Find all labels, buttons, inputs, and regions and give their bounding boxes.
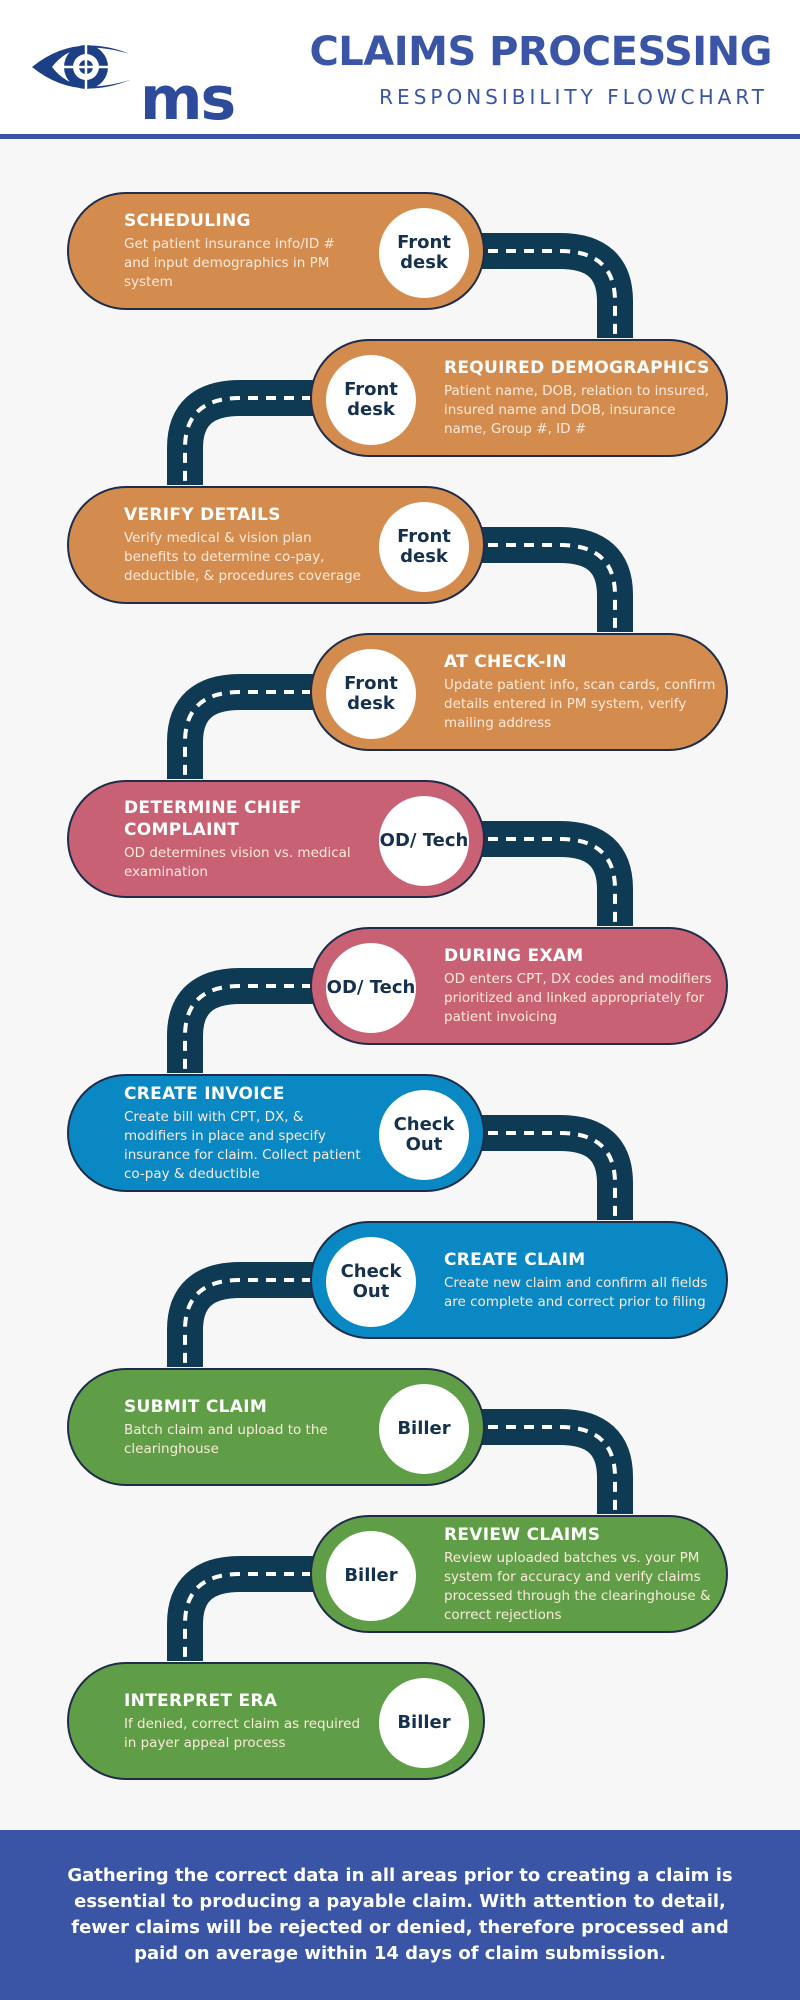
step-description: Create new claim and confirm all fields …: [444, 1274, 708, 1310]
step-scheduling: SCHEDULING Get patient insurance info/ID …: [67, 192, 485, 310]
road-lane-marking: [183, 396, 330, 485]
role-badge: Check Out: [326, 1237, 416, 1327]
role-badge: Front desk: [326, 649, 416, 739]
step-required-demographics: Front desk REQUIRED DEMOGRAPHICS Patient …: [310, 339, 728, 457]
step-determine-chief-complaint: DETERMINE CHIEF COMPLAINT OD determines v…: [67, 780, 485, 898]
step-description: Update patient info, scan cards, confirm…: [444, 677, 716, 731]
page-subtitle: RESPONSIBILITY FLOWCHART: [379, 85, 768, 109]
step-title: INTERPRET ERA: [124, 1690, 278, 1711]
step-title: CREATE CLAIM: [444, 1249, 586, 1270]
road-connector: [167, 380, 330, 485]
role-badge: Biller: [379, 1384, 469, 1474]
eye-target-icon: [32, 42, 130, 92]
step-title: DETERMINE CHIEF COMPLAINT: [124, 797, 302, 840]
road-lane-marking: [470, 837, 617, 926]
road-lane-marking: [470, 543, 617, 632]
road-connector: [167, 1556, 330, 1661]
step-description: Batch claim and upload to the clearingho…: [124, 1421, 328, 1457]
step-title: VERIFY DETAILS: [124, 505, 281, 525]
step-description: If denied, correct claim as required in …: [124, 1715, 361, 1751]
road-connector: [470, 527, 633, 632]
role-badge: Biller: [326, 1531, 416, 1621]
road-connector: [470, 233, 633, 338]
step-title: AT CHECK-IN: [444, 652, 567, 672]
step-submit-claim: SUBMIT CLAIM Batch claim and upload to th…: [67, 1368, 485, 1486]
step-interpret-era: INTERPRET ERA If denied, correct claim as…: [67, 1662, 485, 1780]
road-connector: [470, 821, 633, 926]
role-badge: OD/ Tech: [379, 796, 469, 886]
logo-text: ms: [140, 64, 236, 134]
header: ms CLAIMS PROCESSING RESPONSIBILITY FLOW…: [0, 0, 800, 139]
footer-text: Gathering the correct data in all areas …: [67, 1865, 733, 1964]
step-title: DURING EXAM: [444, 946, 584, 966]
road-connector: [470, 1115, 633, 1220]
road-lane-marking: [183, 690, 330, 779]
step-description: Create bill with CPT, DX, & modifiers in…: [124, 1108, 361, 1182]
road-lane-marking: [183, 1572, 330, 1661]
step-description: Verify medical & vision plan benefits to…: [124, 530, 361, 584]
step-verify-details: VERIFY DETAILS Verify medical & vision pl…: [67, 486, 485, 604]
road-lane-marking: [183, 1278, 330, 1367]
footer-banner: Gathering the correct data in all areas …: [0, 1830, 800, 2000]
road-lane-marking: [470, 1425, 617, 1514]
step-title: SCHEDULING: [124, 211, 251, 231]
step-title: REVIEW CLAIMS: [444, 1524, 601, 1545]
header-divider: [0, 134, 800, 139]
road-connector: [167, 674, 330, 779]
logo: ms: [30, 36, 236, 134]
role-badge: Front desk: [379, 502, 469, 592]
role-badge: Front desk: [379, 208, 469, 298]
step-create-claim: Check Out CREATE CLAIM Create new claim a…: [310, 1221, 728, 1339]
step-during-exam: OD/ Tech DURING EXAM OD enters CPT, DX co…: [310, 927, 728, 1045]
step-at-check-in: Front desk AT CHECK-IN Update patient inf…: [310, 633, 728, 751]
role-badge: OD/ Tech: [326, 943, 416, 1033]
step-description: Review uploaded batches vs. your PM syst…: [444, 1549, 711, 1623]
step-review-claims: Biller REVIEW CLAIMS Review uploaded batc…: [310, 1515, 728, 1633]
step-description: OD enters CPT, DX codes and modifiers pr…: [444, 971, 712, 1025]
role-badge: Check Out: [379, 1090, 469, 1180]
road-lane-marking: [470, 1131, 617, 1220]
step-create-invoice: CREATE INVOICE Create bill with CPT, DX, …: [67, 1074, 485, 1192]
step-title: REQUIRED DEMOGRAPHICS: [444, 358, 710, 378]
step-description: OD determines vision vs. medical examina…: [124, 844, 351, 880]
road-lane-marking: [183, 984, 330, 1073]
role-badge: Front desk: [326, 355, 416, 445]
step-description: Get patient insurance info/ID # and inpu…: [124, 236, 335, 290]
road-connector: [167, 968, 330, 1073]
step-title: CREATE INVOICE: [124, 1083, 285, 1104]
step-description: Patient name, DOB, relation to insured, …: [444, 383, 709, 437]
step-title: SUBMIT CLAIM: [124, 1396, 268, 1417]
road-lane-marking: [470, 249, 617, 338]
road-connector: [470, 1409, 633, 1514]
page-title: CLAIMS PROCESSING: [309, 29, 772, 75]
role-badge: Biller: [379, 1678, 469, 1768]
road-connector: [167, 1262, 330, 1367]
